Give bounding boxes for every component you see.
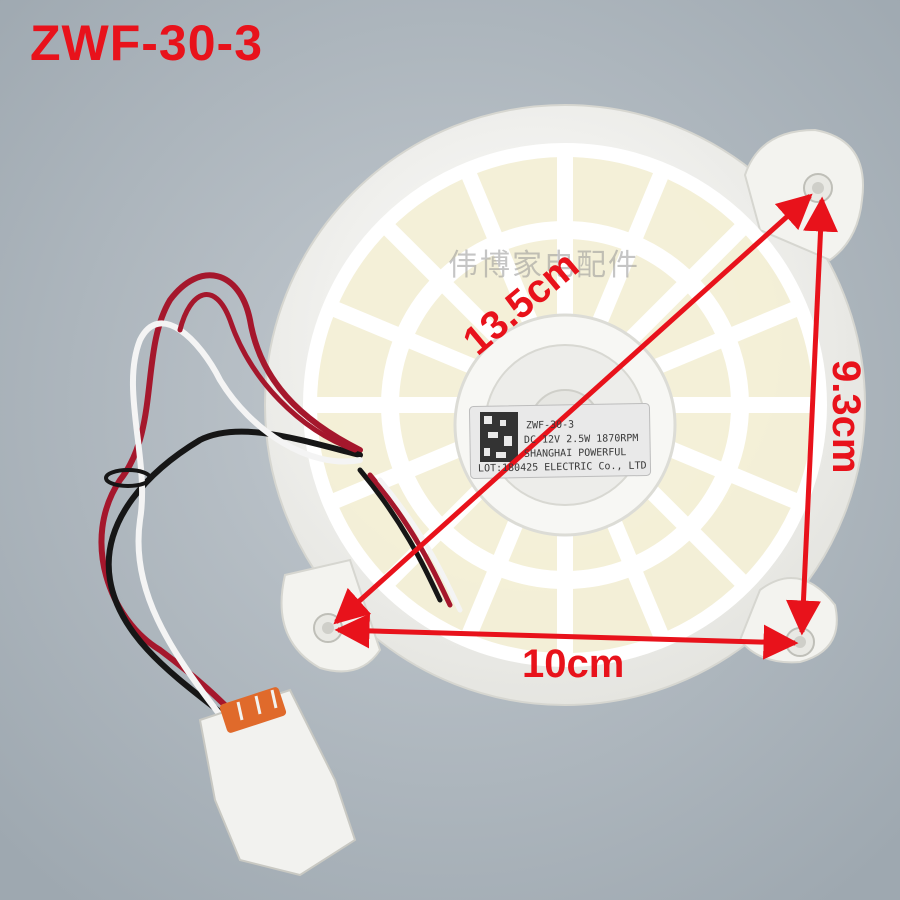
dimension-arrow-diagonal <box>333 193 813 625</box>
dimension-arrow-horizontal <box>334 613 799 660</box>
dimension-lines <box>333 193 839 660</box>
label-line-3: SHANGHAI POWERFUL <box>523 447 627 460</box>
label-line-2: DC 12V 2.5W 1870RPM <box>523 433 639 446</box>
wire-connector <box>198 687 357 877</box>
product-title: ZWF-30-3 <box>30 15 263 71</box>
label-line-1: ZWF-30-3 <box>525 419 575 432</box>
dimension-arrow-vertical <box>785 196 839 636</box>
watermark: 伟博家电配件 <box>448 248 640 283</box>
dimension-vertical-label: 9.3cm <box>824 360 868 474</box>
dimension-horizontal-label: 10cm <box>522 642 625 686</box>
